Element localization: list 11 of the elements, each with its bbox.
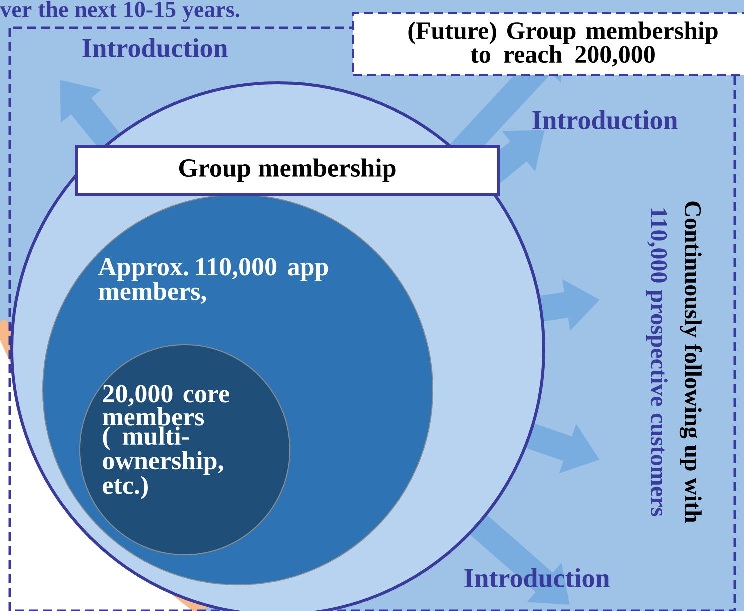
introduction-label: Introduction [464, 568, 610, 588]
title-box: (Future) Group membership to reach 200,000 [352, 12, 744, 76]
vertical-text: Continuously following up with [680, 202, 702, 523]
member-circle [80, 344, 290, 556]
vertical-text: 110,000 prospective customers [646, 208, 668, 516]
circle-label: Approx. 110,000 app members, [98, 258, 328, 304]
note-text: ver the next 10-15 years. [0, 1, 240, 22]
introduction-label: Introduction [532, 110, 678, 130]
circle-label: 20,000 core members ( multi-ownership, etc.) [102, 385, 230, 500]
introduction-label: Introduction [82, 38, 228, 58]
heading-box: Group membership [75, 145, 500, 196]
